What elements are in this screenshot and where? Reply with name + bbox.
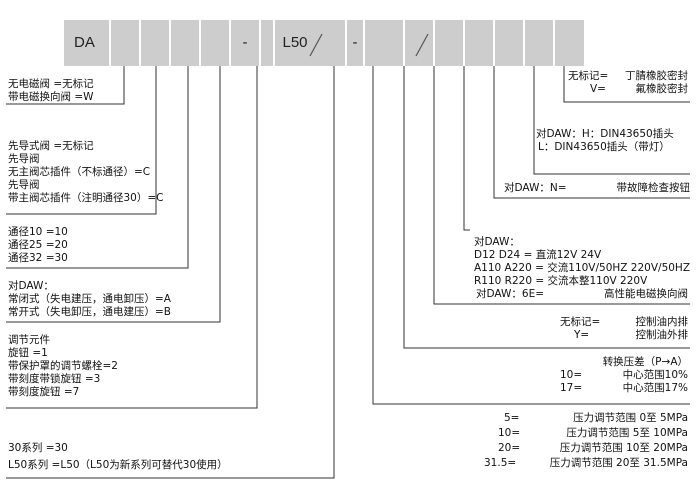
- fault-key: 对DAW：N=: [504, 182, 567, 194]
- plug-line: 对DAW：H：DIN43650插头: [536, 128, 674, 140]
- valve6e-value: 高性能电磁换向阀: [604, 288, 688, 300]
- pressure-diff-group: 转换压差（P→A） 10= 中心范围10% 17= 中心范围17%: [560, 356, 688, 395]
- pressure-range-value: 压力调节范围 5至 10MPa: [566, 427, 688, 439]
- daw-mode-line: 对DAW：: [8, 280, 54, 292]
- code-slot-1: [110, 20, 140, 66]
- code-slot-11: [494, 20, 524, 66]
- bore-line: 通径32 =30: [8, 252, 68, 264]
- code-slot-4: [200, 20, 230, 66]
- voltage-line: A110 A220 = 交流110V/50HZ 220V/50HZ: [474, 262, 691, 274]
- valve6e-group: 对DAW：6E= 高性能电磁换向阀: [476, 288, 688, 301]
- code-dash-1: -: [230, 20, 260, 66]
- code-slot-8: [404, 20, 434, 66]
- pressure-range-value: 压力调节范围 0至 5MPa: [573, 412, 688, 424]
- fault-value: 带故障检查按钮: [616, 182, 691, 194]
- oil-key: Y=: [574, 329, 590, 341]
- code-series: L50: [274, 20, 316, 66]
- series-line: L50系列 =L50（L50为新系列可替代30使用）: [8, 459, 228, 471]
- oil-value: 控制油内排: [635, 316, 689, 328]
- electric-line: 带电磁换向阀 =W: [8, 91, 94, 103]
- seal-value: 丁腈橡胶密封: [625, 70, 688, 82]
- code-dash-2: -: [346, 20, 364, 66]
- code-slot-3: [170, 20, 200, 66]
- pressure-diff-title: 转换压差（P→A）: [602, 356, 688, 368]
- seal-group: 无标记= 丁腈橡胶密封 V= 氟橡胶密封: [568, 70, 688, 96]
- bore-group: 通径10 =10 通径25 =20 通径32 =30: [8, 226, 68, 265]
- pressure-range-key: 31.5=: [484, 457, 517, 469]
- voltage-line: R110 R220 = 交流本整110V 220V: [474, 275, 648, 287]
- pressure-range-group: 5= 压力调节范围 0至 5MPa 10= 压力调节范围 5至 10MPa 20…: [478, 412, 688, 470]
- oil-group: 无标记= 控制油内排 Y= 控制油外排: [560, 316, 688, 342]
- voltage-line: 对DAW：: [474, 236, 520, 248]
- code-slot-6: [316, 20, 346, 66]
- series-line: 30系列 =30: [8, 442, 68, 454]
- plug-line: L：DIN43650插头（带灯）: [538, 141, 670, 153]
- adjust-line: 带刻度旋钮 =7: [8, 386, 80, 398]
- pilot-line: 先导阀: [8, 153, 40, 165]
- series-group: 30系列 =30 L50系列 =L50（L50为新系列可替代30使用）: [8, 442, 228, 472]
- code-slot-7: [364, 20, 404, 66]
- fault-group: 对DAW：N= 带故障检查按钮: [504, 182, 690, 195]
- pressure-diff-key: 10=: [560, 369, 583, 381]
- seal-key: 无标记=: [568, 70, 609, 82]
- adjust-line: 旋钮 =1: [8, 347, 48, 359]
- code-slot-9: [434, 20, 464, 66]
- valve6e-key: 对DAW：6E=: [476, 288, 545, 300]
- pressure-range-key: 5=: [504, 412, 520, 424]
- code-prefix: DA: [64, 20, 110, 66]
- oil-value: 控制油外排: [635, 329, 689, 341]
- code-slot-10: [464, 20, 494, 66]
- pilot-line: 带主阀芯插件（注明通径30）=C: [8, 192, 164, 204]
- electric-line: 无电磁阀 =无标记: [8, 78, 94, 90]
- code-slot-12: [524, 20, 554, 66]
- pilot-line: 先导阀: [8, 179, 40, 191]
- pressure-range-value: 压力调节范围 20至 31.5MPa: [549, 457, 688, 469]
- pressure-range-key: 10=: [498, 427, 521, 439]
- pressure-diff-key: 17=: [560, 382, 583, 394]
- pressure-range-key: 20=: [498, 442, 521, 454]
- daw-mode-group: 对DAW： 常闭式（失电建压，通电卸压）=A 常开式（失电卸压，通电建压）=B: [8, 280, 171, 319]
- pressure-diff-value: 中心范围17%: [622, 382, 688, 394]
- pilot-line: 无主阀芯插件（不标通径）=C: [8, 166, 151, 178]
- code-slot-5: [260, 20, 274, 66]
- daw-mode-line: 常闭式（失电建压，通电卸压）=A: [8, 293, 171, 305]
- code-slot-13: [554, 20, 584, 66]
- code-slot-2: [140, 20, 170, 66]
- slash-mark-1: [309, 33, 323, 57]
- bore-line: 通径10 =10: [8, 226, 68, 238]
- seal-key: V=: [590, 83, 606, 95]
- pilot-line: 先导式阀 =无标记: [8, 140, 94, 152]
- adjust-line: 带保护罩的调节螺栓=2: [8, 360, 118, 372]
- daw-mode-line: 常开式（失电卸压，通电建压）=B: [8, 306, 172, 318]
- voltage-group: 对DAW： D12 D24 = 直流12V 24V A110 A220 = 交流…: [474, 236, 690, 288]
- voltage-line: D12 D24 = 直流12V 24V: [474, 249, 602, 261]
- seal-value: 氟橡胶密封: [635, 83, 689, 95]
- pressure-range-value: 压力调节范围 10至 20MPa: [559, 442, 688, 454]
- bore-line: 通径25 =20: [8, 239, 68, 251]
- adjust-group: 调节元件 旋钮 =1 带保护罩的调节螺栓=2 带刻度带锁旋钮 =3 带刻度旋钮 …: [8, 334, 118, 399]
- adjust-line: 带刻度带锁旋钮 =3: [8, 373, 101, 385]
- pilot-group: 先导式阀 =无标记 先导阀 无主阀芯插件（不标通径）=C 先导阀 带主阀芯插件（…: [8, 140, 164, 205]
- plug-group: 对DAW：H：DIN43650插头 L：DIN43650插头（带灯）: [536, 128, 674, 154]
- pressure-diff-value: 中心范围10%: [622, 369, 688, 381]
- adjust-line: 调节元件: [8, 334, 50, 346]
- oil-key: 无标记=: [560, 316, 601, 328]
- slash-mark-2: [415, 33, 429, 57]
- electric-group: 无电磁阀 =无标记 带电磁换向阀 =W: [8, 78, 94, 104]
